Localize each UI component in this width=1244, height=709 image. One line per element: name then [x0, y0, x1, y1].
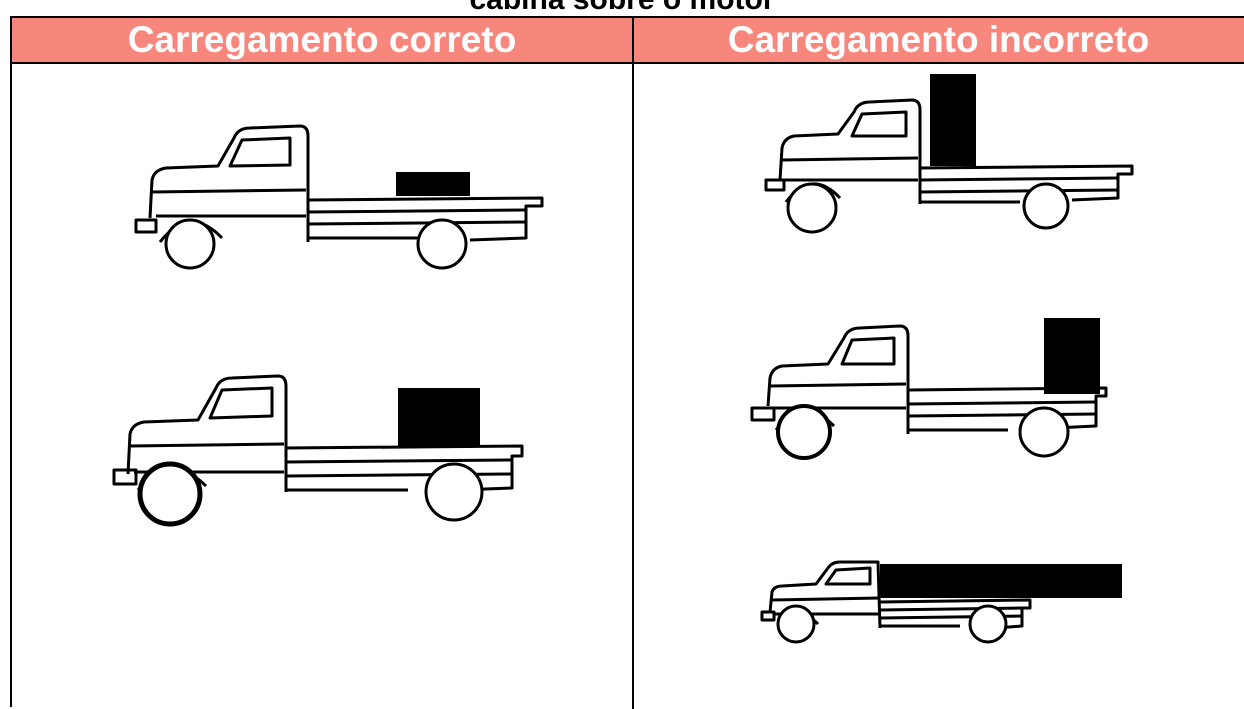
loading-comparison-table: Carregamento correto Carregamento incorr…	[10, 16, 1244, 709]
truck-incorrect-tall-front-load	[764, 74, 1134, 234]
header-correct-loading: Carregamento correto	[127, 19, 517, 60]
table-header-row: Carregamento correto Carregamento incorr…	[12, 18, 1244, 64]
truck-correct-small-load	[134, 124, 544, 270]
truck-incorrect-long-load	[760, 560, 1122, 644]
header-incorrect-loading: Carregamento incorreto	[727, 19, 1150, 60]
truck-incorrect-tall-rear-load	[750, 318, 1108, 460]
page-title: cabina sobre o motor	[0, 0, 1244, 17]
truck-correct-rear-load	[112, 374, 524, 527]
column-divider	[632, 18, 634, 709]
